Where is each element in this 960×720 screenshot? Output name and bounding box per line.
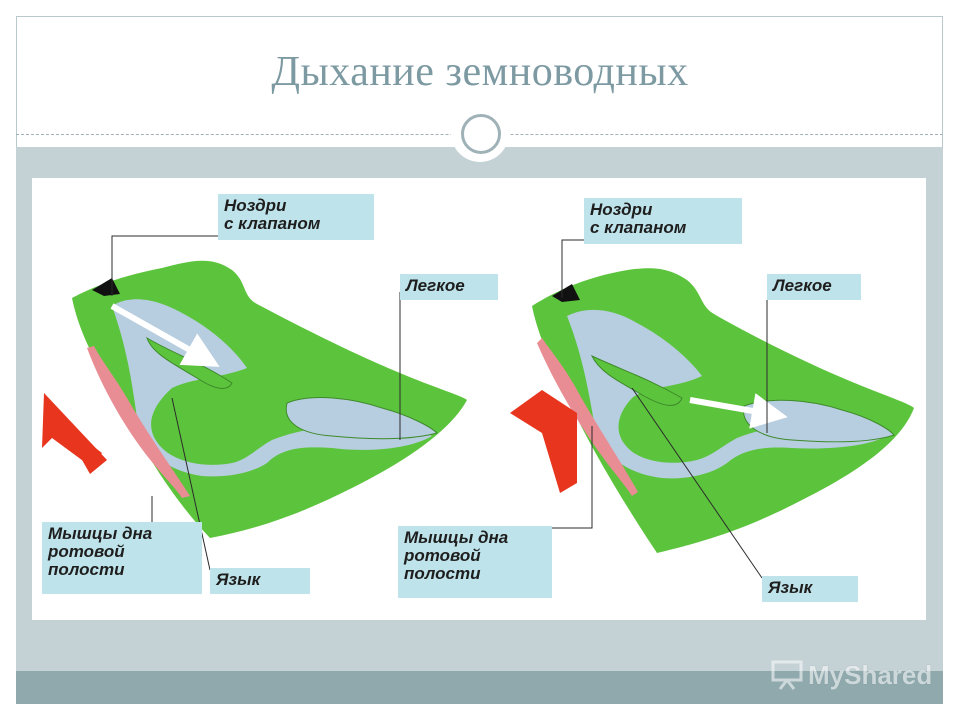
leader-lines [111,235,768,579]
diagram-drawing [42,235,914,579]
right-muscle-strip [537,338,638,496]
bottom-bar [16,671,943,704]
right-red-arrow [510,390,577,493]
left-airflow-arrow [110,303,220,367]
right-nostril-valve-icon [552,284,580,302]
right-panel-drawing [510,268,914,553]
right-tongue [590,354,683,406]
right-label-tongue: Язык [762,576,858,602]
amphibian-breathing-diagram: Ноздри с клапаном Легкое Мышцы дна ротов… [32,178,926,620]
left-muscle-strip [87,346,190,498]
left-label-muscles: Мышцы дна ротовой полости [42,522,202,594]
left-label-nostrils: Ноздри с клапаном [218,194,374,240]
left-nostril-valve-icon [92,278,120,296]
right-label-nostrils: Ноздри с клапаном [584,198,742,244]
right-label-muscles: Мышцы дна ротовой полости [398,526,552,598]
slide-title: Дыхание земноводных [271,49,689,95]
watermark-text: MyShared [808,659,933,690]
right-airflow-arrow [689,393,788,429]
right-label-lung: Легкое [767,274,861,300]
left-red-arrow-head [44,393,107,474]
watermark: MyShared [770,657,932,693]
left-label-lung: Легкое [400,274,498,300]
left-lung [285,397,438,440]
left-panel-drawing [42,260,467,538]
left-label-tongue: Язык [210,568,310,594]
presentation-icon [771,660,803,690]
circle-ornament-icon [451,104,509,162]
